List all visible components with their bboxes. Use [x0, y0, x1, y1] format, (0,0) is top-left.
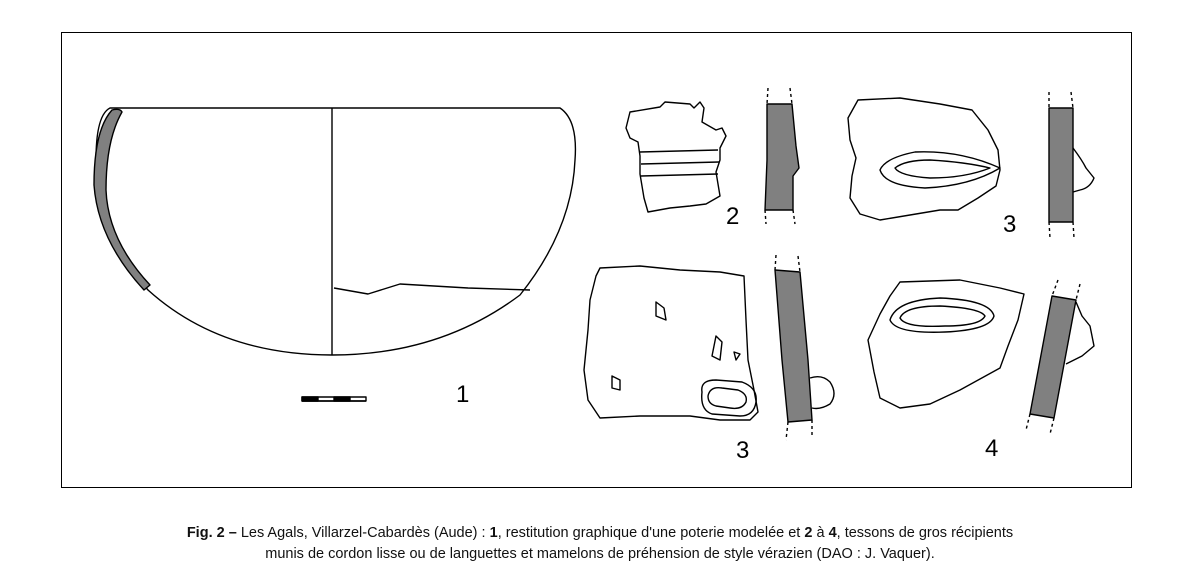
label-item-3-bottom: 3 — [736, 437, 749, 464]
sherd-3-top-section-breaks — [1048, 91, 1075, 239]
sherd-3-bottom-knob — [701, 379, 757, 417]
sherd-4-section-breaks — [1025, 279, 1081, 435]
figure-caption: Fig. 2 – Les Agals, Villarzel-Cabardès (… — [40, 523, 1160, 565]
sherd-3-bottom-inclusion-4 — [611, 375, 621, 391]
sherd-4-section-lug — [1065, 301, 1095, 365]
caption-line-1: Fig. 2 – Les Agals, Villarzel-Cabardès (… — [40, 523, 1160, 544]
sherd-3-top-lug-inner — [894, 159, 991, 179]
sherd-3-top-face — [847, 97, 1001, 221]
sherd-3-top-lug — [879, 151, 1001, 189]
archaeological-drawing: 1 2 3 3 4 — [93, 87, 1095, 464]
sherd-3-bottom-inclusion-1 — [655, 301, 667, 321]
sherd-3-bottom-knob-inner — [707, 386, 748, 410]
sherd-3-bottom-section-breaks — [774, 254, 813, 441]
vessel-1-wall-section — [93, 108, 151, 291]
caption-text-1: Les Agals, Villarzel-Cabardès (Aude) : — [236, 525, 490, 541]
label-item-4: 4 — [985, 435, 998, 462]
caption-bold-3: 4 — [828, 525, 837, 541]
caption-text-2: , restitution graphique d'une poterie mo… — [497, 525, 805, 541]
figure-frame — [61, 32, 1132, 488]
sherd-2-face — [625, 101, 727, 213]
sherd-3-bottom-section — [774, 269, 813, 423]
sherd-3-bottom — [583, 254, 835, 441]
sherd-4 — [867, 279, 1095, 435]
caption-text-3: à — [812, 525, 829, 541]
sherd-3-bottom-section-knob — [809, 375, 835, 410]
sherd-2-section-breaks — [764, 87, 796, 225]
label-item-2: 2 — [726, 203, 739, 230]
label-item-3-top: 3 — [1003, 211, 1016, 238]
sherd-3-bottom-inclusion-2 — [711, 335, 723, 361]
sherd-4-section — [1029, 295, 1077, 419]
sherd-4-lug-inner — [899, 305, 986, 328]
scale-bar — [301, 396, 367, 402]
caption-text-4: , tessons de gros récipients — [836, 525, 1014, 541]
vessel-1-restitution — [93, 107, 577, 402]
vessel-1-outline — [95, 107, 577, 356]
sherd-3-bottom-face — [583, 265, 759, 421]
sherd-3-top-section-lug — [1072, 147, 1095, 193]
caption-line-2: munis de cordon lisse ou de languettes e… — [265, 546, 935, 562]
label-item-1: 1 — [456, 381, 469, 408]
vessel-1-cordon-profile — [333, 283, 531, 295]
sherd-3-bottom-inclusion-3 — [733, 351, 741, 361]
sherd-2-section — [764, 103, 800, 211]
sherd-4-lug — [889, 297, 995, 333]
sherd-3-top-section — [1048, 107, 1074, 223]
caption-figure-number: Fig. 2 – — [186, 525, 237, 541]
sherd-3-top — [847, 91, 1095, 239]
sherd-2-cordon — [639, 149, 720, 177]
caption-bold-1: 1 — [489, 525, 498, 541]
caption-bold-2: 2 — [804, 525, 813, 541]
sherd-2 — [625, 87, 800, 225]
sherd-4-face — [867, 279, 1025, 409]
